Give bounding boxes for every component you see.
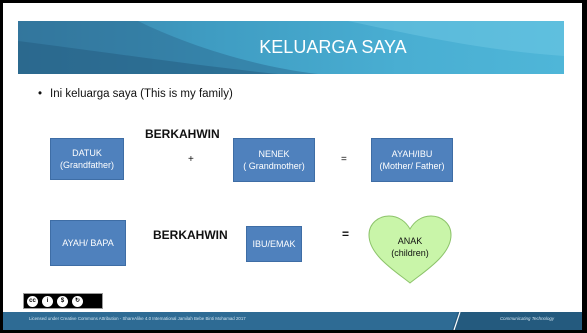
box-ayah-ibu-line2: (Mother/ Father)	[379, 161, 445, 171]
box-ibu-emak-label: IBU/EMAK	[252, 239, 296, 249]
box-ayah-ibu-line1: AYAH/IBU	[391, 149, 433, 159]
heart-label-line1: ANAK	[397, 236, 423, 246]
box-datuk-line1: DATUK	[72, 148, 102, 158]
noncommercial-icon: $	[57, 296, 68, 307]
slide-title: KELUARGA SAYA	[259, 37, 407, 57]
box-ayah-bapa-label: AYAH/ BAPA	[62, 238, 114, 248]
box-ibu-emak: IBU/EMAK	[246, 226, 302, 262]
bullet-text: Ini keluarga saya (This is my family)	[50, 88, 233, 100]
box-nenek-line2: ( Grandmother)	[243, 161, 305, 171]
heart-label-line2: (children)	[391, 248, 429, 258]
box-datuk-line2: (Grandfather)	[59, 160, 115, 170]
box-ayah-bapa: AYAH/ BAPA	[50, 220, 126, 266]
berkahwin-label-1: BERKAHWIN	[145, 127, 220, 141]
bullet-dot: •	[38, 88, 43, 100]
heart-shape: ANAK (children)	[365, 213, 455, 285]
footer-right-text: Communicating Technology	[500, 316, 555, 321]
license-text: Licensed under Creative Commons Attribut…	[29, 316, 246, 321]
title-banner: KELUARGA SAYA	[18, 21, 564, 74]
box-nenek-line1: NENEK	[258, 149, 290, 159]
footer-bar: Licensed under Creative Commons Attribut…	[3, 312, 582, 330]
slide: KELUARGA SAYA • Ini keluarga saya (This i…	[3, 3, 582, 330]
heart-icon	[368, 215, 452, 284]
plus-sign: +	[188, 154, 194, 165]
footer-stripe-decoration	[452, 312, 582, 330]
equals-sign-2: =	[342, 227, 350, 241]
sharealike-icon: ↻	[72, 296, 83, 307]
berkahwin-label-2: BERKAHWIN	[153, 228, 228, 242]
box-datuk: DATUK (Grandfather)	[50, 138, 124, 180]
cc-license-badge: cc i $ ↻	[23, 293, 103, 309]
box-ayah-ibu: AYAH/IBU (Mother/ Father)	[371, 138, 453, 182]
banner-wave-decoration	[18, 21, 564, 74]
cc-logo-icon: cc	[27, 296, 38, 307]
bullet-item: • Ini keluarga saya (This is my family)	[38, 88, 233, 100]
box-nenek: NENEK ( Grandmother)	[233, 138, 315, 182]
equals-sign-1: =	[341, 154, 347, 165]
heart-label: ANAK (children)	[365, 235, 455, 259]
attribution-icon: i	[42, 296, 53, 307]
